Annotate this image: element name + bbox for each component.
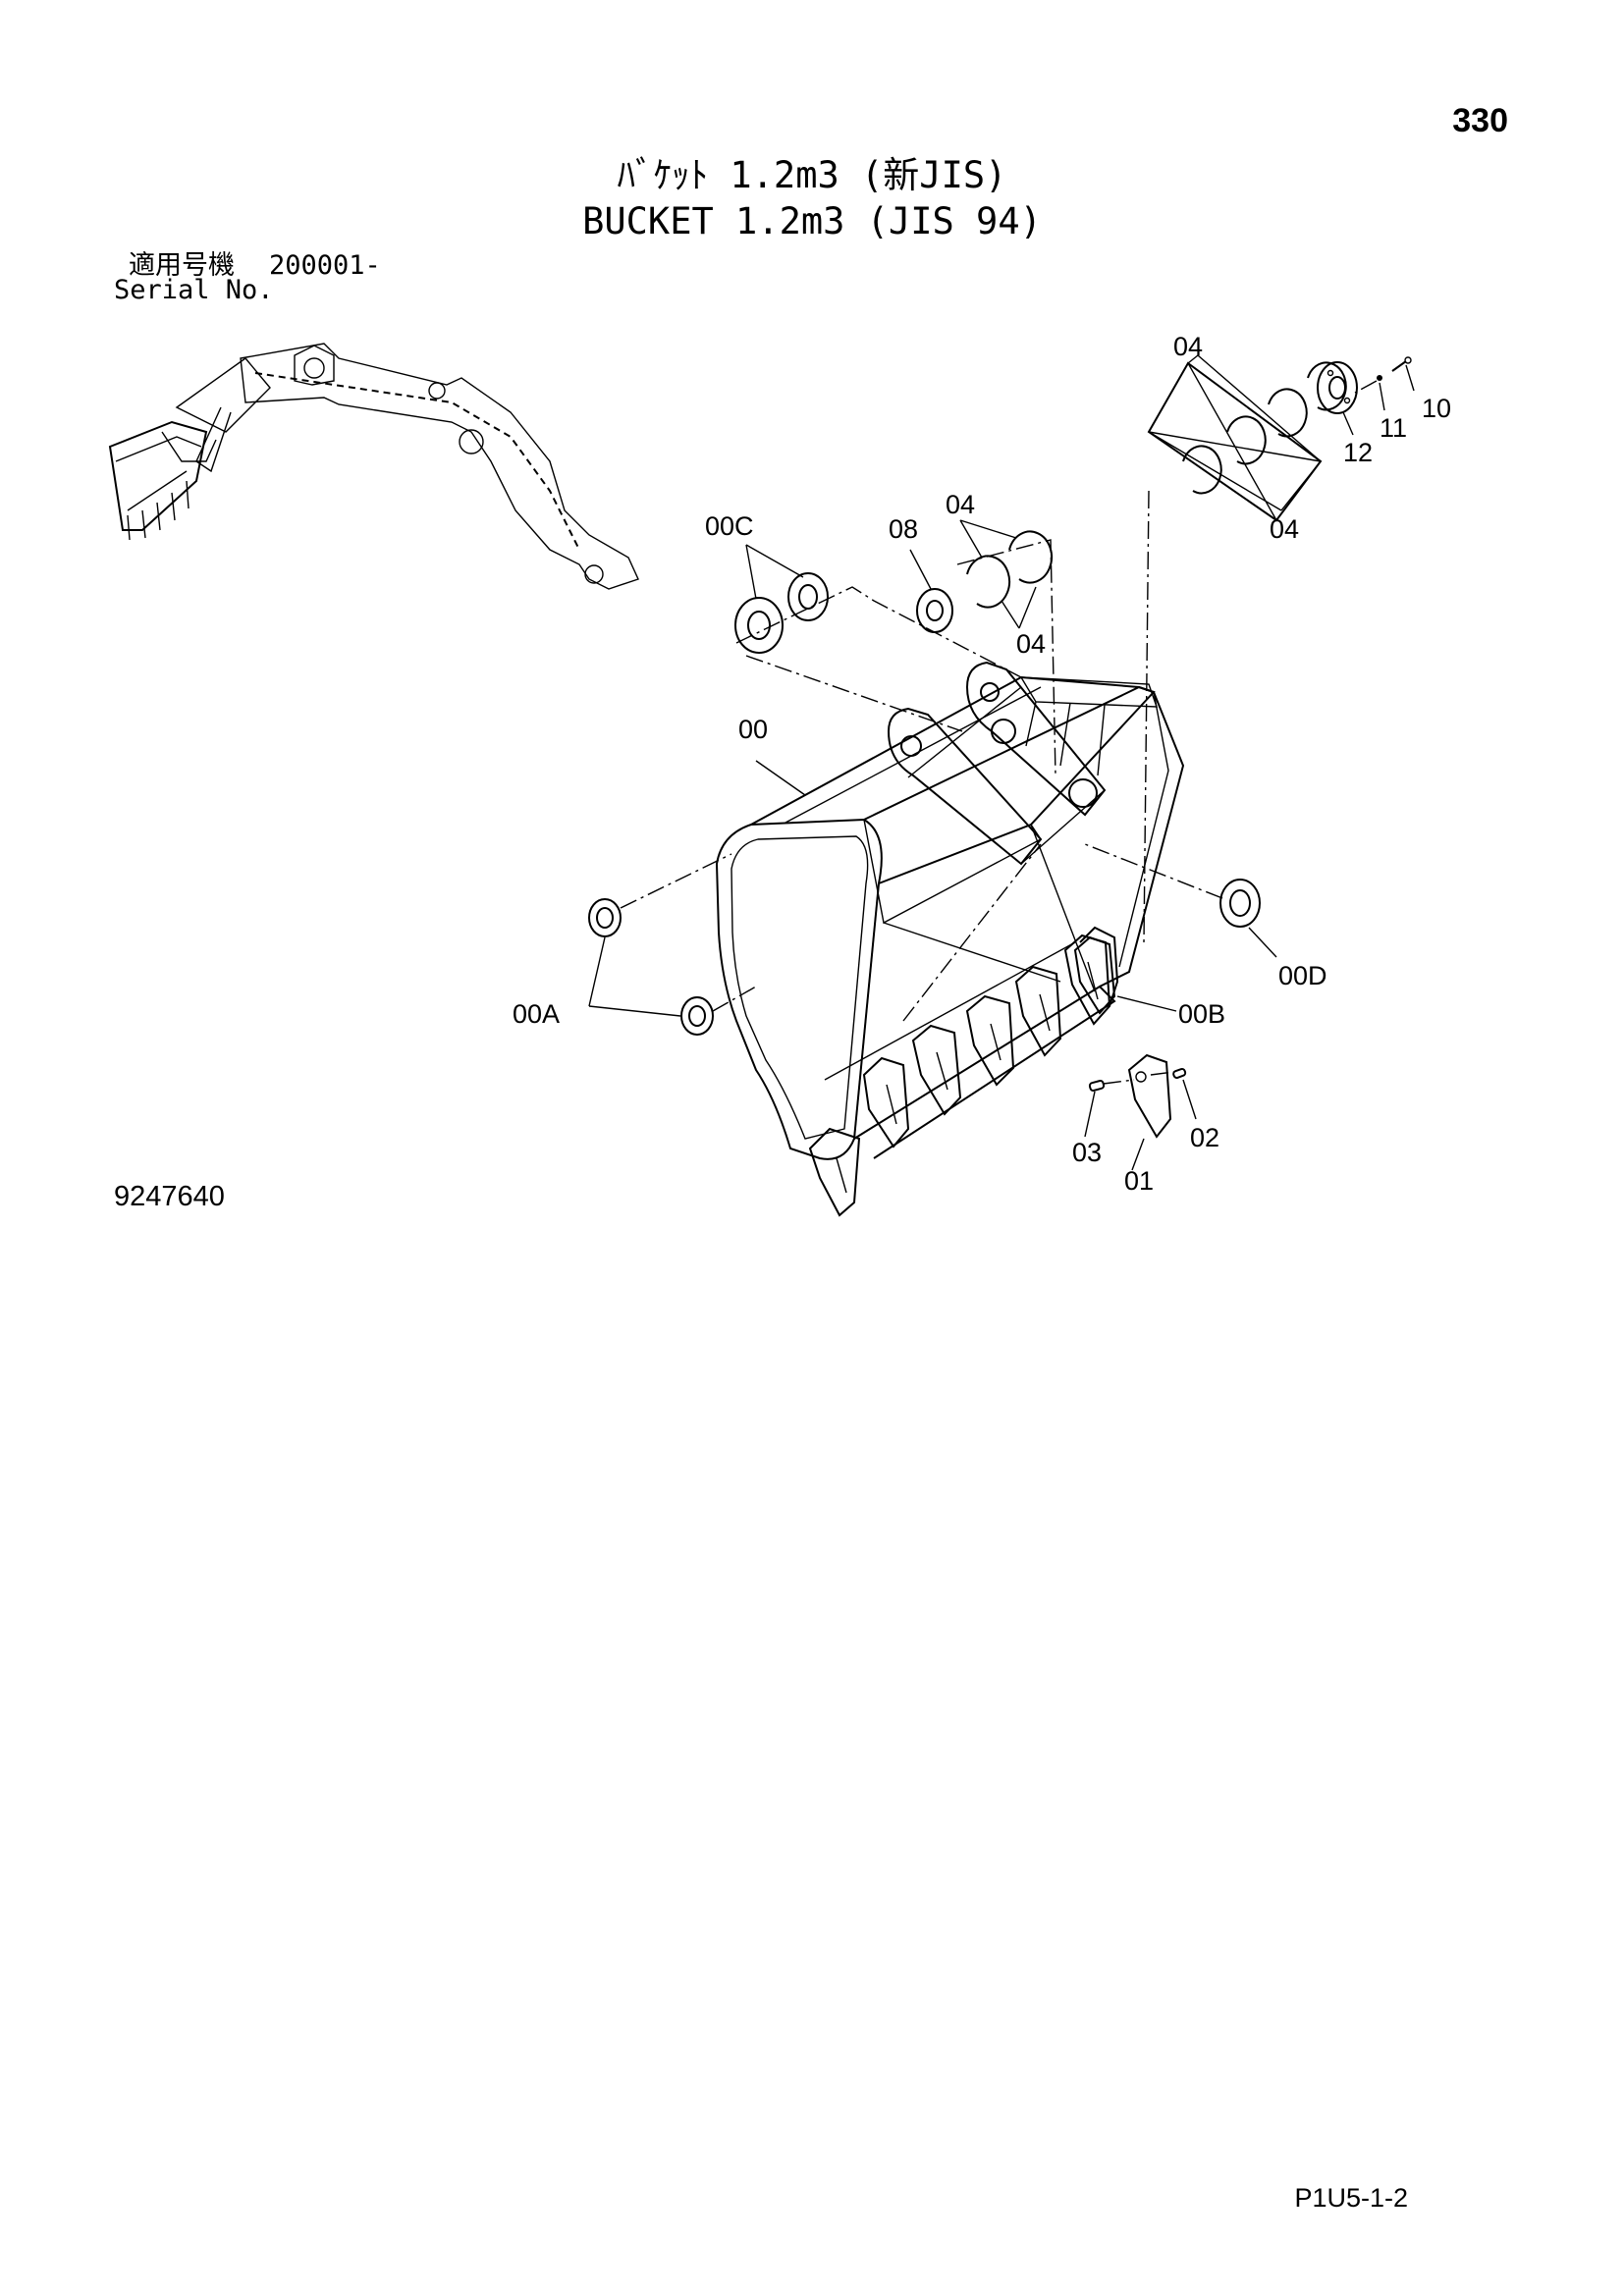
bushing-00a-lower bbox=[680, 996, 714, 1036]
adapter-00b bbox=[1073, 935, 1116, 1015]
washer-08 bbox=[916, 588, 953, 633]
callout-00: 00 bbox=[738, 715, 768, 744]
callout-00b: 00B bbox=[1178, 999, 1225, 1029]
callout-02: 02 bbox=[1190, 1123, 1219, 1152]
callout-08: 08 bbox=[889, 514, 918, 544]
callout-04-upper-bottom: 04 bbox=[1270, 514, 1299, 544]
bushing-00c-front bbox=[734, 597, 784, 654]
plate-12 bbox=[1317, 361, 1358, 414]
callout-10: 10 bbox=[1422, 394, 1451, 423]
axis-line-00c bbox=[735, 586, 1022, 678]
callout-01: 01 bbox=[1124, 1166, 1154, 1196]
callout-03: 03 bbox=[1072, 1138, 1102, 1167]
callout-04-middle-top: 04 bbox=[946, 490, 975, 519]
bushing-00c-rear bbox=[787, 572, 829, 621]
callout-04-middle-bottom: 04 bbox=[1016, 629, 1046, 659]
axis-line-00a-lower bbox=[712, 986, 757, 1012]
bushing-00d bbox=[1219, 879, 1261, 928]
shims-04-upper-group bbox=[1143, 361, 1347, 943]
lock-02 bbox=[1172, 1067, 1187, 1079]
arm-locator-thumbnail bbox=[108, 343, 639, 590]
axis-line-00d bbox=[1084, 843, 1223, 899]
figure-number: 9247640 bbox=[114, 1181, 225, 1212]
pin-03 bbox=[1088, 1079, 1106, 1093]
arm-thumbnail-bucket bbox=[108, 420, 217, 541]
callout-12: 12 bbox=[1343, 438, 1373, 467]
shims-04-middle bbox=[956, 530, 1056, 776]
serial-label-english: Serial No. bbox=[114, 275, 274, 305]
axis-line-00a bbox=[620, 853, 732, 909]
serial-number-value: 200001- bbox=[269, 250, 381, 281]
page-code: P1U5-1-2 bbox=[1294, 2183, 1408, 2213]
callout-00c: 00C bbox=[705, 511, 754, 541]
callout-00a: 00A bbox=[513, 999, 560, 1029]
callout-04-upper-top: 04 bbox=[1173, 332, 1203, 361]
tooth-01 bbox=[1127, 1053, 1172, 1139]
title-english: BUCKET 1.2m3 (JIS 94) bbox=[582, 200, 1042, 242]
leader-lines bbox=[588, 354, 1415, 1171]
page-number: 330 bbox=[1452, 102, 1508, 139]
callout-00d: 00D bbox=[1278, 961, 1327, 990]
callout-11: 11 bbox=[1380, 413, 1407, 443]
bolt-10 bbox=[1391, 356, 1412, 372]
bucket-body bbox=[715, 661, 1185, 1160]
washer-11 bbox=[1377, 375, 1382, 381]
bushing-00a-upper bbox=[588, 898, 622, 937]
serial-label-japanese: 適用号機 bbox=[129, 250, 235, 281]
title-japanese: ﾊﾞｹｯﾄ 1.2m3 (新JIS) bbox=[617, 154, 1007, 196]
